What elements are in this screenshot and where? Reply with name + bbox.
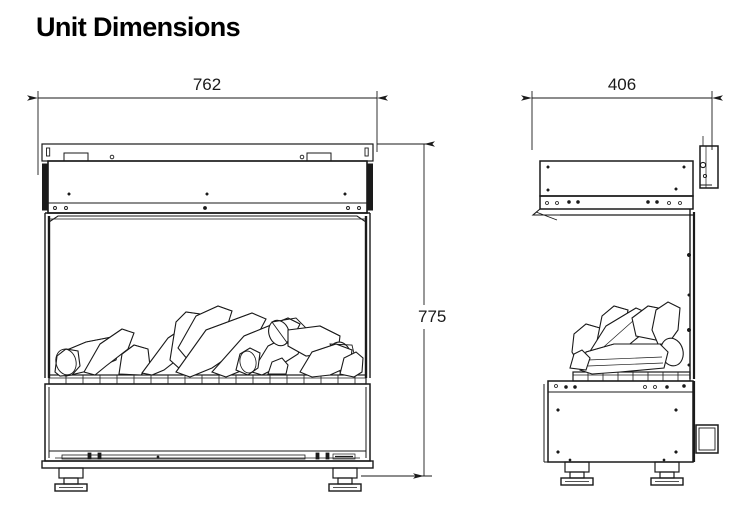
front-lower-cabinet [41,383,374,469]
dimension-label-front-width: 762 [193,75,221,94]
front-top-flange [41,143,374,162]
dimension-front-width [27,91,388,175]
dimension-label-height-backdrop [414,305,460,329]
side-log-set [569,301,684,375]
side-hood-panel [531,160,694,221]
dimension-label-side-depth: 406 [608,75,636,94]
side-lower-cabinet [543,380,696,463]
front-elevation-view [41,143,374,492]
front-hood-panel [42,160,373,214]
front-leveling-feet [54,467,362,492]
front-firebox-opening [44,213,371,378]
side-rear-panel [560,209,696,379]
page-title: Unit Dimensions [36,12,241,42]
dimension-label-overall-height-text: 775 [418,307,446,326]
front-hood-rail [45,202,370,214]
dimension-side-depth [521,91,723,150]
front-log-set [54,305,364,378]
side-leveling-feet [560,461,684,486]
side-elevation-view [531,136,719,486]
side-wall-bracket [699,136,719,189]
side-junction-box [695,424,719,454]
